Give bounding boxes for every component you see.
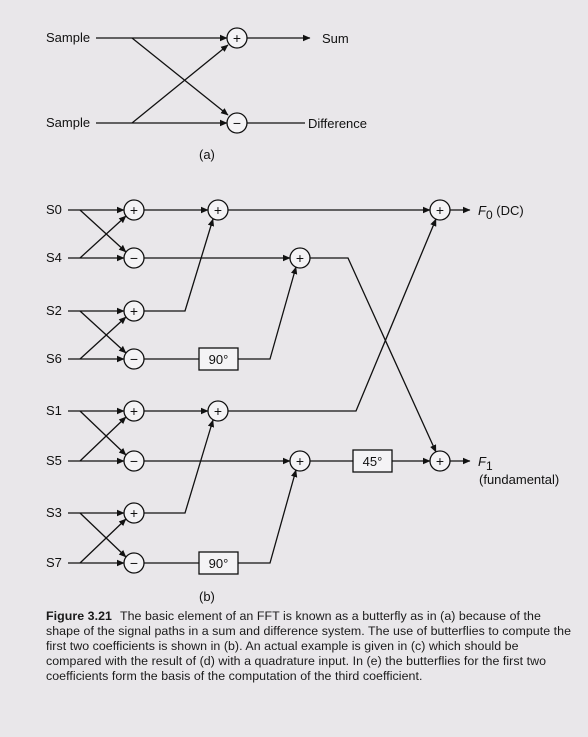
input-s2-label: S2 bbox=[46, 303, 62, 318]
phase-shift-90-label: 90° bbox=[209, 556, 229, 571]
diagram-a-label: (a) bbox=[199, 147, 215, 162]
svg-text:−: − bbox=[130, 250, 138, 266]
diagram-b-label: (b) bbox=[199, 589, 215, 604]
input-s1-label: S1 bbox=[46, 403, 62, 418]
svg-text:−: − bbox=[130, 453, 138, 469]
svg-text:+: + bbox=[436, 202, 444, 218]
svg-text:+: + bbox=[130, 403, 138, 419]
input-s5-label: S5 bbox=[46, 453, 62, 468]
figure-number: Figure 3.21 bbox=[46, 609, 112, 623]
sample-input-top-label: Sample bbox=[46, 30, 90, 45]
output-f1-note: (fundamental) bbox=[479, 472, 559, 487]
caption-text: The basic element of an FFT is known as … bbox=[46, 609, 572, 683]
svg-text:−: − bbox=[130, 555, 138, 571]
svg-text:+: + bbox=[296, 250, 304, 266]
input-s7-label: S7 bbox=[46, 555, 62, 570]
output-f1-label: F1 bbox=[478, 454, 493, 473]
fft-butterfly-diagram: Sample Sample + − Sum Difference (a) S0 … bbox=[46, 27, 559, 604]
difference-output-label: Difference bbox=[308, 116, 367, 131]
output-f0-label: F0 (DC) bbox=[478, 203, 524, 222]
diagram-b: S0 S4 S2 S6 S1 S5 S3 S7 + − + − bbox=[46, 199, 559, 604]
sample-input-bottom-label: Sample bbox=[46, 115, 90, 130]
input-s6-label: S6 bbox=[46, 351, 62, 366]
input-s3-label: S3 bbox=[46, 505, 62, 520]
svg-text:+: + bbox=[436, 453, 444, 469]
svg-text:+: + bbox=[296, 453, 304, 469]
sum-output-label: Sum bbox=[322, 31, 349, 46]
phase-shift-90-label: 90° bbox=[209, 352, 229, 367]
svg-text:+: + bbox=[130, 505, 138, 521]
input-s0-label: S0 bbox=[46, 202, 62, 217]
input-s4-label: S4 bbox=[46, 250, 62, 265]
svg-text:+: + bbox=[214, 403, 222, 419]
svg-text:−: − bbox=[233, 115, 241, 131]
svg-text:−: − bbox=[130, 351, 138, 367]
diagram-a: Sample Sample + − Sum Difference (a) bbox=[46, 27, 367, 162]
svg-text:+: + bbox=[130, 303, 138, 319]
svg-text:+: + bbox=[130, 202, 138, 218]
phase-shift-45-label: 45° bbox=[363, 454, 383, 469]
svg-text:+: + bbox=[233, 30, 241, 46]
svg-text:+: + bbox=[214, 202, 222, 218]
